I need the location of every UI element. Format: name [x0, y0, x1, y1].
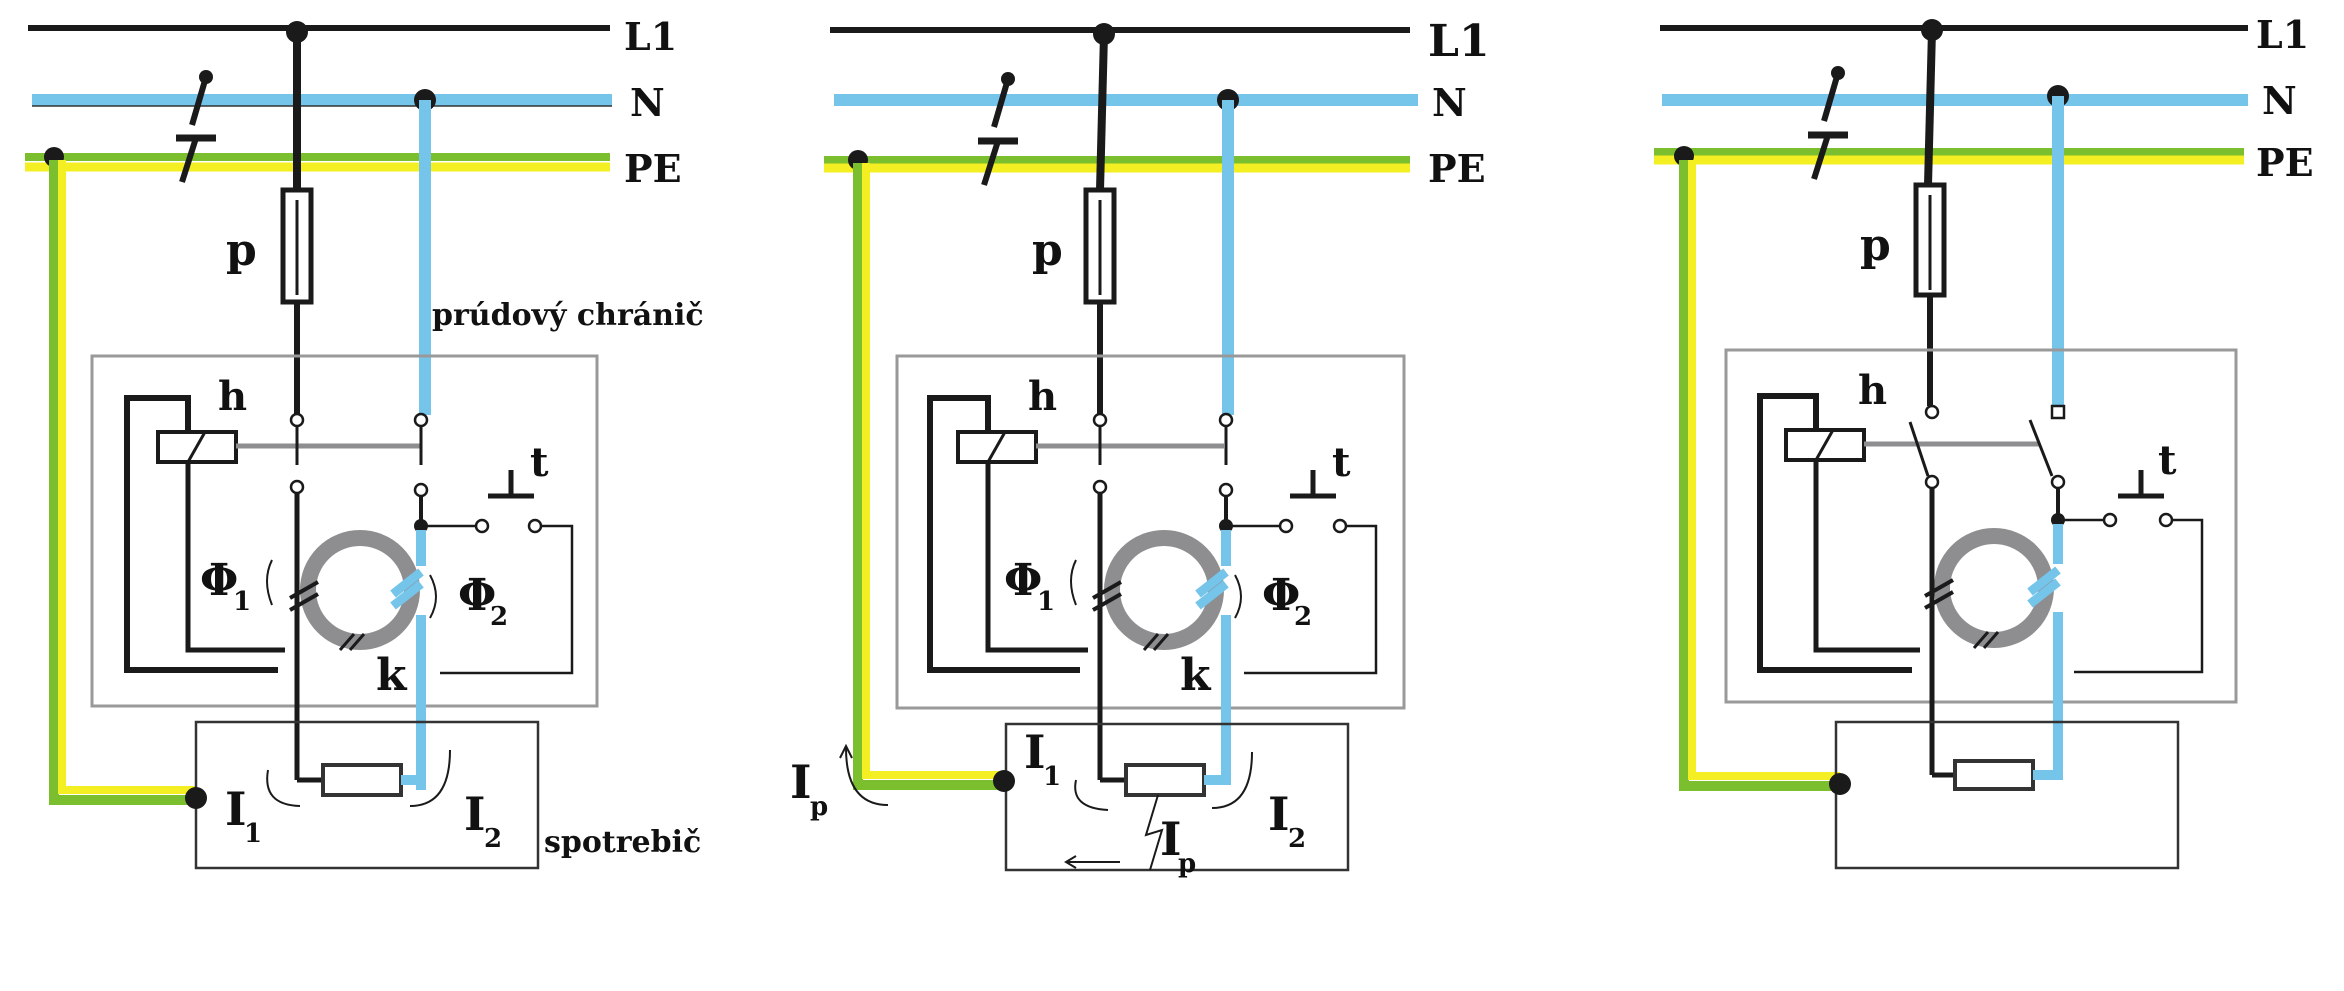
flux1-label-middle: Φ 1	[1004, 555, 1077, 617]
svg-text:p: p	[810, 792, 828, 822]
flux2-label: Φ 2	[429, 570, 508, 632]
core-label-middle: k	[1180, 650, 1212, 701]
svg-text:I: I	[464, 787, 486, 841]
svg-text:I: I	[225, 782, 247, 836]
rcd-device-label: prúdový chránič	[432, 298, 704, 333]
rcd-housing-middle	[895, 354, 1406, 710]
rcd-housing	[90, 354, 599, 708]
consumer-pe-dot	[185, 787, 207, 809]
current-i1-label: I 1	[225, 769, 301, 849]
panel-right: L1 N PE p h	[1654, 12, 2314, 870]
n-label: N	[630, 80, 665, 125]
flux2-label-middle: Φ 2	[1234, 570, 1312, 632]
relay-label: h	[218, 373, 247, 420]
core-label: k	[376, 650, 408, 701]
switch-symbol-right	[1808, 66, 1848, 180]
pe-wire-yellow	[58, 160, 196, 794]
switch-symbol-middle	[978, 72, 1018, 186]
svg-text:2: 2	[484, 824, 502, 854]
fuse-label-right: p	[1860, 220, 1891, 271]
load-resistor	[321, 763, 403, 797]
current-i1-label-middle: I 1	[1024, 725, 1109, 811]
svg-text:I: I	[790, 755, 812, 809]
svg-text:Φ: Φ	[200, 555, 238, 606]
svg-text:I: I	[1268, 787, 1290, 841]
n-label-middle: N	[1432, 80, 1467, 125]
current-i2-label: I 2	[409, 749, 502, 854]
l1-label-right: L1	[2256, 12, 2309, 57]
switch-symbol	[176, 70, 216, 183]
relay-label-right: h	[1858, 367, 1887, 414]
fuse-label-middle: p	[1032, 225, 1063, 276]
svg-text:2: 2	[1294, 602, 1312, 632]
pe-wire-green	[49, 160, 196, 805]
test-button-label-right: t	[2158, 437, 2177, 484]
relay-loop-inner	[185, 462, 285, 653]
pe-label-middle: PE	[1428, 146, 1486, 191]
flux1-label: Φ 1	[200, 555, 273, 617]
consumer-label: spotrebič	[544, 825, 701, 860]
test-button-label: t	[530, 439, 549, 486]
svg-text:2: 2	[490, 602, 508, 632]
svg-text:2: 2	[1288, 824, 1306, 854]
svg-text:Φ: Φ	[458, 570, 496, 621]
fault-current-label: I p	[1064, 794, 1196, 879]
fuse-label: p	[226, 225, 257, 276]
n-label-right: N	[2262, 78, 2297, 123]
panel-left: L1 N PE p prúdový chránič h	[25, 14, 704, 870]
svg-text:I: I	[1024, 725, 1046, 779]
rcd-housing-right	[1724, 348, 2238, 704]
svg-text:p: p	[1178, 849, 1196, 879]
test-button-label-middle: t	[1332, 439, 1351, 486]
panel-middle: L1 N PE p h	[790, 16, 1490, 879]
consumer-box-right	[1834, 720, 2180, 870]
svg-text:1: 1	[244, 819, 262, 849]
svg-text:1: 1	[1043, 762, 1061, 792]
pe-leakage-current-label: I p	[790, 743, 889, 822]
consumer-box-middle	[1004, 722, 1350, 872]
l1-label: L1	[624, 14, 677, 59]
svg-text:I: I	[1160, 812, 1182, 866]
relay-loop-outer	[124, 395, 278, 673]
pe-label: PE	[624, 146, 682, 191]
svg-text:Φ: Φ	[1262, 570, 1300, 621]
current-i2-label-middle: I 2	[1211, 751, 1306, 854]
svg-text:1: 1	[233, 587, 251, 617]
svg-text:1: 1	[1037, 587, 1055, 617]
l1-label-middle: L1	[1428, 16, 1490, 67]
pe-label-right: PE	[2256, 140, 2314, 185]
svg-text:Φ: Φ	[1004, 555, 1042, 606]
relay-label-middle: h	[1028, 373, 1057, 420]
